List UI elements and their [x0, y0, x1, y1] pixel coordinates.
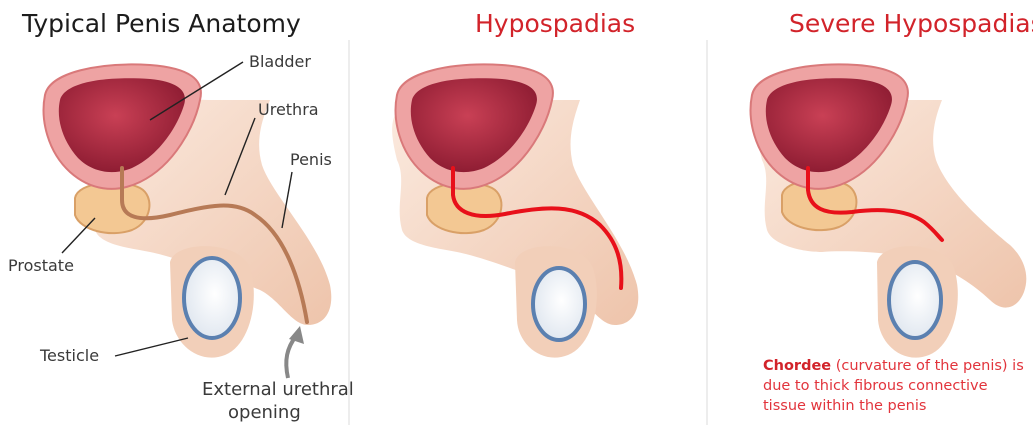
testicle	[533, 268, 585, 340]
opening-arrow	[286, 336, 296, 378]
chordee-term: Chordee	[763, 358, 831, 374]
label-urethra: Urethra	[258, 100, 319, 119]
label-external-opening-line1: External urethral	[202, 379, 354, 400]
label-external-opening-line2: opening	[228, 402, 301, 423]
label-penis: Penis	[290, 150, 332, 169]
panel-divider	[706, 40, 708, 425]
label-testicle: Testicle	[40, 346, 99, 365]
testicle	[184, 258, 240, 338]
panel-divider	[348, 40, 350, 425]
prostate	[75, 183, 149, 234]
panel-typical-anatomy: Typical Penis Anatomy	[0, 0, 345, 425]
panel-hypospadias: Hypospadias	[355, 0, 700, 425]
panel-severe-hypospadias: Severe Hypospadias Chordee (curvature of…	[712, 0, 1033, 425]
prostate	[427, 183, 501, 234]
hypospadias-illustration	[355, 0, 700, 425]
chordee-note: Chordee (curvature of the penis) is due …	[763, 356, 1033, 416]
label-prostate: Prostate	[8, 256, 74, 275]
label-bladder: Bladder	[249, 52, 311, 71]
testicle	[889, 262, 941, 338]
